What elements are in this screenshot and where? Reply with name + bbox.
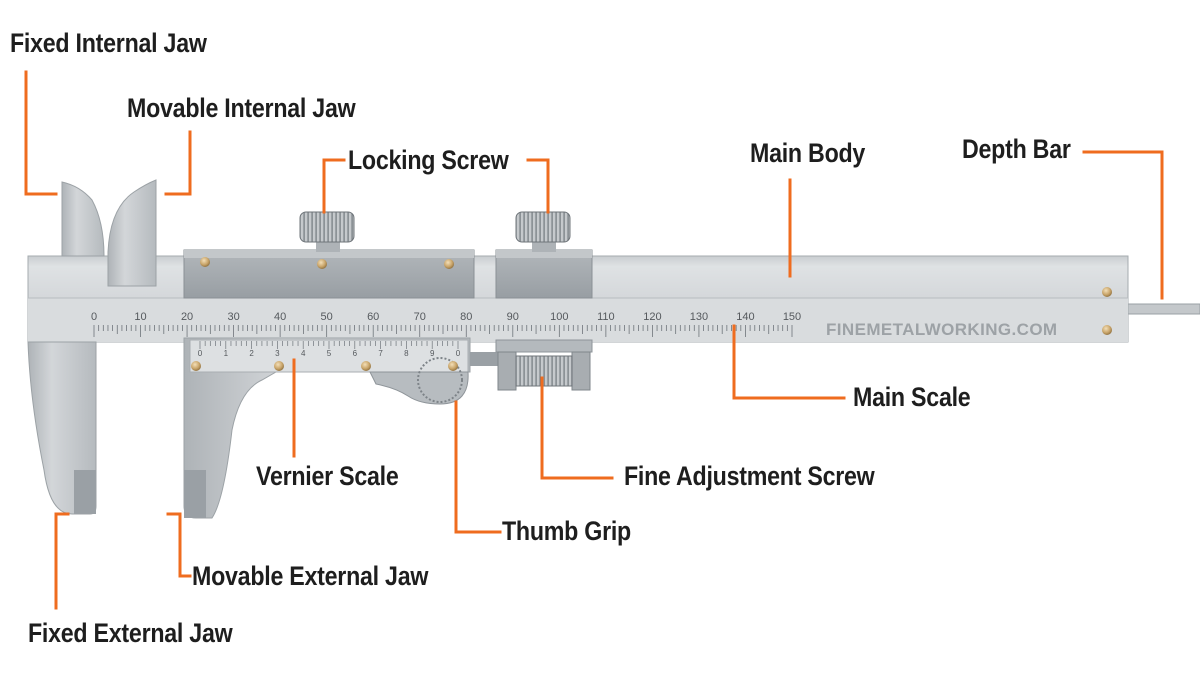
fixed-internal-jaw-shape <box>61 181 105 257</box>
main-scale-ticks <box>93 325 793 337</box>
leader-locking-screw-right <box>526 158 550 214</box>
leader-fine-adjustment-screw <box>540 376 614 480</box>
watermark: FINEMETALWORKING.COM <box>826 320 1058 339</box>
brass-screw <box>1102 325 1112 335</box>
label-movable-external-jaw: Movable External Jaw <box>192 561 429 591</box>
vernier-scale-number: 9 <box>430 349 435 358</box>
main-scale-number: 130 <box>690 311 708 323</box>
leader-movable-internal-jaw <box>164 130 192 196</box>
label-fixed-internal-jaw: Fixed Internal Jaw <box>10 28 207 58</box>
main-scale-numbers: 0 10 20 30 40 50 60 70 80 90 100 110 120 130 140 150 <box>91 311 801 323</box>
main-scale-number: 0 <box>91 311 97 323</box>
vernier-scale-number: 1 <box>224 349 229 358</box>
vernier-scale-numbers: 0 1 2 3 4 5 6 7 8 9 0 <box>198 349 461 358</box>
fine-adjustment-screw-shape <box>470 339 593 391</box>
main-scale-number: 110 <box>597 311 615 323</box>
vernier-scale-number: 4 <box>301 349 306 358</box>
main-scale-number: 140 <box>736 311 754 323</box>
brass-screw <box>191 361 201 371</box>
depth-bar <box>1119 303 1200 315</box>
main-scale-number: 80 <box>460 311 472 323</box>
vernier-scale-number: 2 <box>249 349 254 358</box>
main-scale-number: 20 <box>181 311 193 323</box>
main-scale-number: 30 <box>227 311 239 323</box>
brass-screw <box>448 361 458 371</box>
main-scale-number: 70 <box>414 311 426 323</box>
label-main-scale: Main Scale <box>853 382 971 412</box>
vernier-scale-number: 7 <box>378 349 383 358</box>
label-main-body: Main Body <box>750 138 866 168</box>
vernier-scale-ticks <box>199 341 459 349</box>
label-fine-adjustment-screw: Fine Adjustment Screw <box>624 461 875 491</box>
vernier-scale-number: 0 <box>198 349 203 358</box>
movable-internal-jaw-shape <box>107 179 157 287</box>
vernier-scale-number: 5 <box>327 349 332 358</box>
label-fixed-external-jaw: Fixed External Jaw <box>28 618 233 648</box>
main-scale-number: 40 <box>274 311 286 323</box>
leader-depth-bar <box>1082 150 1164 300</box>
brass-screws <box>191 257 1112 371</box>
main-scale-number: 100 <box>550 311 568 323</box>
leader-lines <box>24 70 1164 610</box>
vernier-scale-number: 8 <box>404 349 409 358</box>
leader-fixed-external-jaw <box>54 512 70 610</box>
locking-screw-1 <box>299 211 355 252</box>
brass-screw <box>200 257 210 267</box>
locking-screw-2 <box>515 211 571 252</box>
main-scale-number: 60 <box>367 311 379 323</box>
label-movable-internal-jaw: Movable Internal Jaw <box>127 93 356 123</box>
leader-fixed-internal-jaw <box>24 70 58 196</box>
main-scale-strip <box>28 298 1128 342</box>
brass-screw <box>1102 287 1112 297</box>
brass-screw <box>274 361 284 371</box>
main-scale-number: 10 <box>134 311 146 323</box>
vernier-scale-number: 6 <box>353 349 358 358</box>
label-vernier-scale: Vernier Scale <box>256 461 399 491</box>
leader-thumb-grip <box>454 400 502 534</box>
vernier-scale-number: 3 <box>275 349 280 358</box>
leader-main-scale <box>732 324 846 400</box>
main-scale-number: 50 <box>321 311 333 323</box>
main-scale-number: 150 <box>783 311 801 323</box>
leader-locking-screw-left <box>322 158 346 214</box>
vernier-scale-number: 0 <box>456 349 461 358</box>
label-locking-screw: Locking Screw <box>348 145 509 175</box>
leader-movable-external-jaw <box>166 512 192 578</box>
main-scale-number: 120 <box>643 311 661 323</box>
brass-screw <box>444 259 454 269</box>
label-thumb-grip: Thumb Grip <box>502 516 631 546</box>
main-scale-number: 90 <box>507 311 519 323</box>
brass-screw <box>317 259 327 269</box>
brass-screw <box>361 361 371 371</box>
label-depth-bar: Depth Bar <box>962 134 1071 164</box>
